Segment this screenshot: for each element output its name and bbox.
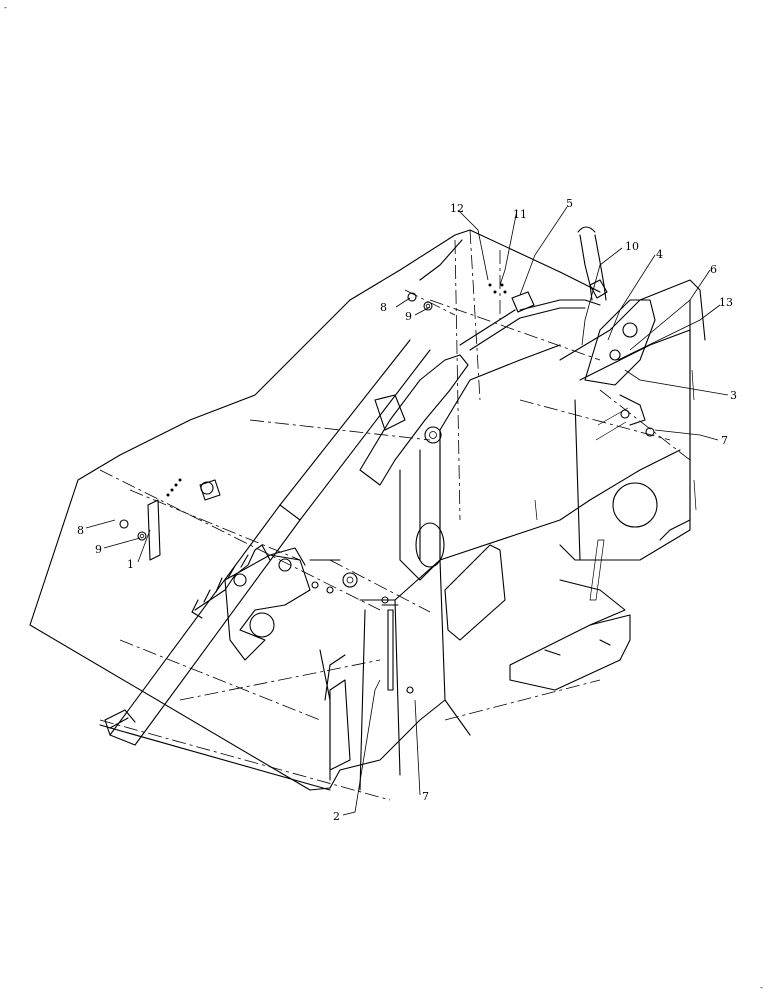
gear-assembly — [191, 544, 341, 661]
assembly-lines — [99, 229, 691, 801]
leader-lines — [85, 206, 729, 816]
callout-9-left: 9 — [95, 543, 102, 556]
callout-13: 13 — [719, 296, 733, 309]
callout-7-right: 7 — [721, 434, 728, 447]
callout-3: 3 — [730, 389, 737, 402]
fasteners — [119, 283, 655, 694]
callout-8-left: 8 — [77, 524, 84, 537]
main-tube — [104, 339, 431, 746]
callout-4: 4 — [656, 248, 663, 261]
corner-mark-top-left: - — [4, 3, 7, 12]
callout-9-top: 9 — [405, 310, 412, 323]
callout-11: 11 — [513, 208, 527, 221]
callout-5: 5 — [566, 197, 573, 210]
callout-6: 6 — [710, 263, 717, 276]
callout-labels: 1 2 3 4 5 6 7 7 8 8 9 9 10 11 12 13 — [77, 197, 737, 823]
callout-2: 2 — [333, 810, 340, 823]
callout-1: 1 — [127, 558, 134, 571]
callout-12: 12 — [450, 202, 464, 215]
corner-mark-bottom-right: - — [760, 983, 763, 992]
callout-8-top: 8 — [380, 301, 387, 314]
hydraulic-valve-assembly — [459, 226, 656, 426]
lower-right-bracket — [509, 579, 631, 691]
callout-7-bottom: 7 — [422, 790, 429, 803]
callout-10: 10 — [625, 240, 639, 253]
pivot-arm — [359, 354, 469, 581]
